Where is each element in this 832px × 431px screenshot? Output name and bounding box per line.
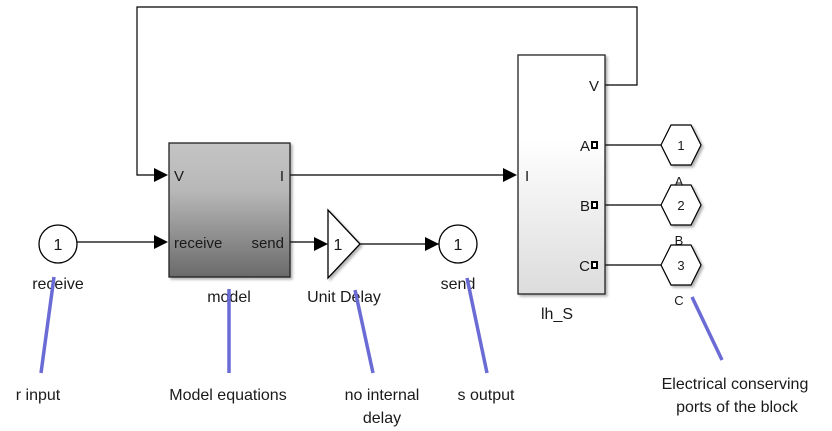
- arrowhead-send-in: [425, 237, 439, 251]
- lh-s-block[interactable]: V I A B C lh_S: [517, 54, 606, 323]
- unit-delay-block[interactable]: 1 Unit Delay: [307, 208, 381, 306]
- feedback-line-v[interactable]: [136, 6, 638, 176]
- annotation-line-output: [465, 277, 489, 374]
- lh-s-port-c: C: [579, 258, 590, 275]
- lh-s-port-b: B: [580, 198, 590, 215]
- annotation-line-input: [39, 276, 56, 374]
- annotation-line-ports: [690, 296, 724, 361]
- connection-port-a-label: A: [675, 174, 684, 189]
- connection-port-c-number: 3: [677, 258, 684, 273]
- annotation-delay-line2: delay: [363, 410, 401, 427]
- arrowhead-delay-in: [314, 237, 328, 251]
- unit-delay-value: 1: [334, 237, 343, 254]
- connection-port-b[interactable]: 2 B: [660, 184, 702, 248]
- annotation-input: r input: [16, 387, 61, 404]
- receive-inport-label: receive: [32, 276, 84, 293]
- model-port-i: I: [280, 168, 284, 185]
- conserving-port-c[interactable]: [591, 261, 598, 269]
- model-port-send: send: [251, 235, 284, 252]
- model-port-v: V: [174, 168, 184, 185]
- model-subsystem-block[interactable]: V I receive send model: [168, 142, 291, 306]
- annotation-model: Model equations: [169, 387, 286, 404]
- lh-s-port-a: A: [580, 138, 590, 155]
- send-outport-block[interactable]: 1 send: [438, 224, 478, 293]
- model-port-receive: receive: [174, 235, 222, 252]
- arrowhead-lh-i: [503, 168, 517, 182]
- lh-s-block-label: lh_S: [541, 306, 573, 323]
- annotation-delay-line1: no internal: [345, 387, 420, 404]
- unit-delay-label: Unit Delay: [307, 289, 381, 306]
- arrowhead-model-receive: [154, 235, 168, 249]
- send-outport-number: 1: [454, 237, 463, 254]
- arrowhead-model-v: [154, 168, 168, 182]
- connection-port-b-number: 2: [677, 198, 684, 213]
- connection-port-c[interactable]: 3 C: [660, 244, 702, 308]
- receive-inport-block[interactable]: 1 receive: [32, 224, 84, 293]
- receive-inport-number: 1: [54, 237, 63, 254]
- conserving-port-a[interactable]: [591, 141, 598, 149]
- lh-s-port-v: V: [589, 78, 599, 95]
- connection-port-a-number: 1: [677, 138, 684, 153]
- annotation-line-delay: [353, 289, 375, 374]
- conserving-port-b[interactable]: [591, 201, 598, 209]
- annotation-ports-line2: ports of the block: [676, 399, 799, 416]
- lh-s-port-i: I: [525, 168, 529, 185]
- annotation-ports-line1: Electrical conserving: [662, 376, 809, 393]
- connection-port-c-label: C: [674, 293, 683, 308]
- connection-port-a[interactable]: 1 A: [660, 124, 702, 189]
- annotation-output: s output: [458, 387, 515, 404]
- connection-port-b-label: B: [675, 233, 684, 248]
